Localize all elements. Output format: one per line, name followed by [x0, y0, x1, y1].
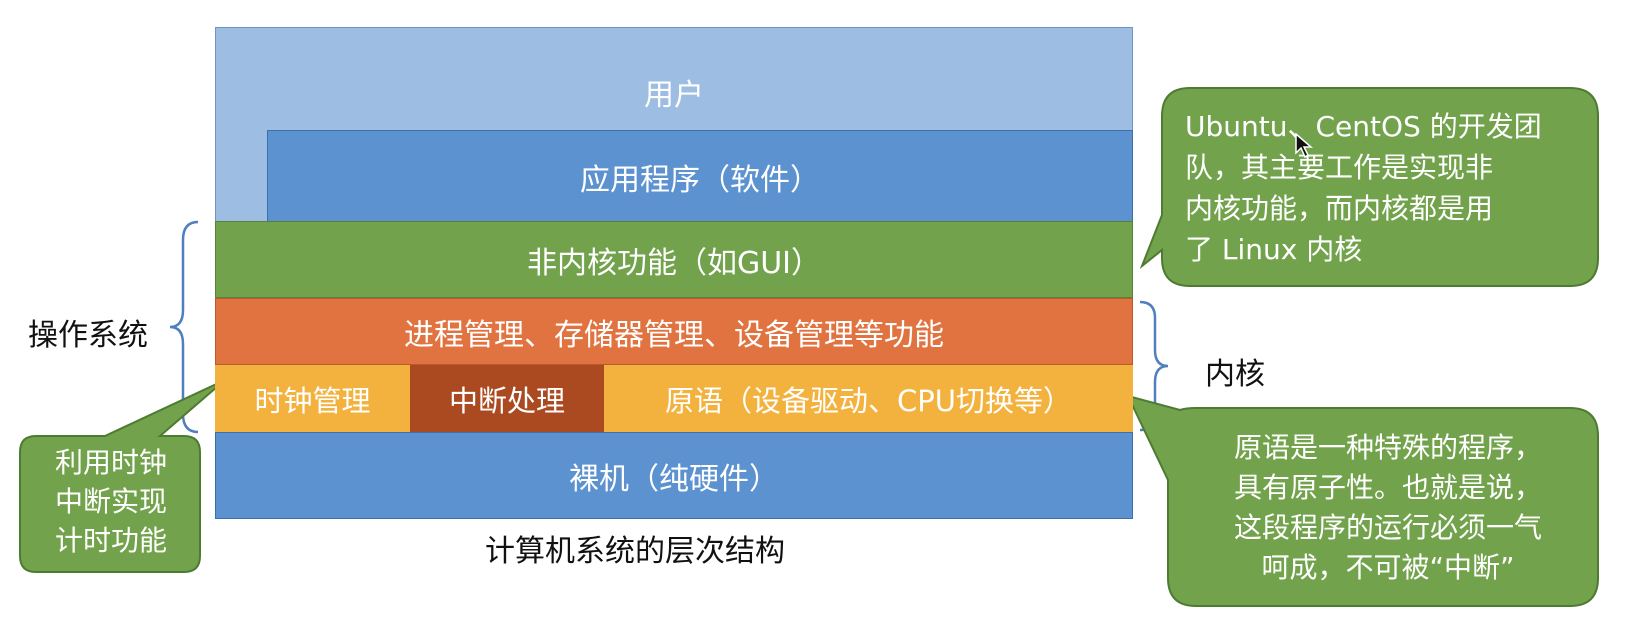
bottom-right-callout-line: 这段程序的运行必须一气 — [1233, 511, 1542, 544]
kernel-brace-label: 内核 — [1205, 357, 1265, 392]
layer-application-label: 应用程序（软件） — [580, 163, 820, 198]
mouse-cursor-icon — [1295, 133, 1314, 159]
segment-interrupt-handling-label: 中断处理 — [448, 383, 565, 418]
segment-primitive-label: 原语（设备驱动、CPU切换等） — [665, 383, 1072, 418]
segment-clock-management: 时钟管理 — [215, 365, 410, 432]
layer-non-kernel-label: 非内核功能（如GUI） — [526, 245, 822, 281]
top-right-callout-line: 内核功能，而内核都是用 — [1185, 192, 1494, 225]
bottom-right-callout-bubble — [1126, 394, 1599, 607]
bottom-right-callout-text: 原语是一种特殊的程序， 具有原子性。也就是说， 这段程序的运行必须一气 呵成，不… — [1193, 428, 1583, 588]
layer-bare-machine-label: 裸机（纯硬件） — [569, 461, 779, 497]
layer-process-management-label: 进程管理、存储器管理、设备管理等功能 — [404, 317, 944, 353]
layer-bare-machine: 裸机（纯硬件） — [215, 432, 1133, 519]
segment-clock-management-label: 时钟管理 — [254, 383, 371, 418]
bottom-right-callout-line: 原语是一种特殊的程序， — [1233, 431, 1542, 464]
segment-primitive: 原语（设备驱动、CPU切换等） — [604, 365, 1133, 432]
top-right-callout-line: Ubuntu、CentOS 的开发团 — [1185, 110, 1542, 143]
top-right-callout-bubble — [1139, 87, 1599, 287]
os-brace — [169, 220, 199, 434]
top-right-callout-text: Ubuntu、CentOS 的开发团 队，其主要工作是实现非 内核功能，而内核都… — [1185, 106, 1575, 270]
layer-non-kernel: 非内核功能（如GUI） — [215, 221, 1133, 298]
os-brace-label: 操作系统 — [28, 318, 148, 353]
bottom-right-callout-line: 呵成，不可被“中断” — [1261, 551, 1515, 584]
left-callout-line: 计时功能 — [54, 524, 167, 557]
left-callout-line: 中断实现 — [54, 485, 167, 518]
top-right-callout-line: 队，其主要工作是实现非 — [1185, 151, 1494, 184]
layer-process-management: 进程管理、存储器管理、设备管理等功能 — [215, 298, 1133, 365]
layer-user-label: 用户 — [644, 78, 704, 113]
left-callout-text: 利用时钟 中断实现 计时功能 — [26, 443, 196, 560]
left-callout-line: 利用时钟 — [54, 446, 167, 479]
left-callout-bubble — [19, 379, 226, 573]
top-right-callout-line: 了 Linux 内核 — [1185, 233, 1363, 266]
diagram-caption: 计算机系统的层次结构 — [485, 534, 785, 569]
layer-application: 应用程序（软件） — [267, 130, 1133, 224]
segment-interrupt-handling: 中断处理 — [410, 365, 604, 432]
bottom-right-callout-line: 具有原子性。也就是说， — [1233, 471, 1542, 504]
